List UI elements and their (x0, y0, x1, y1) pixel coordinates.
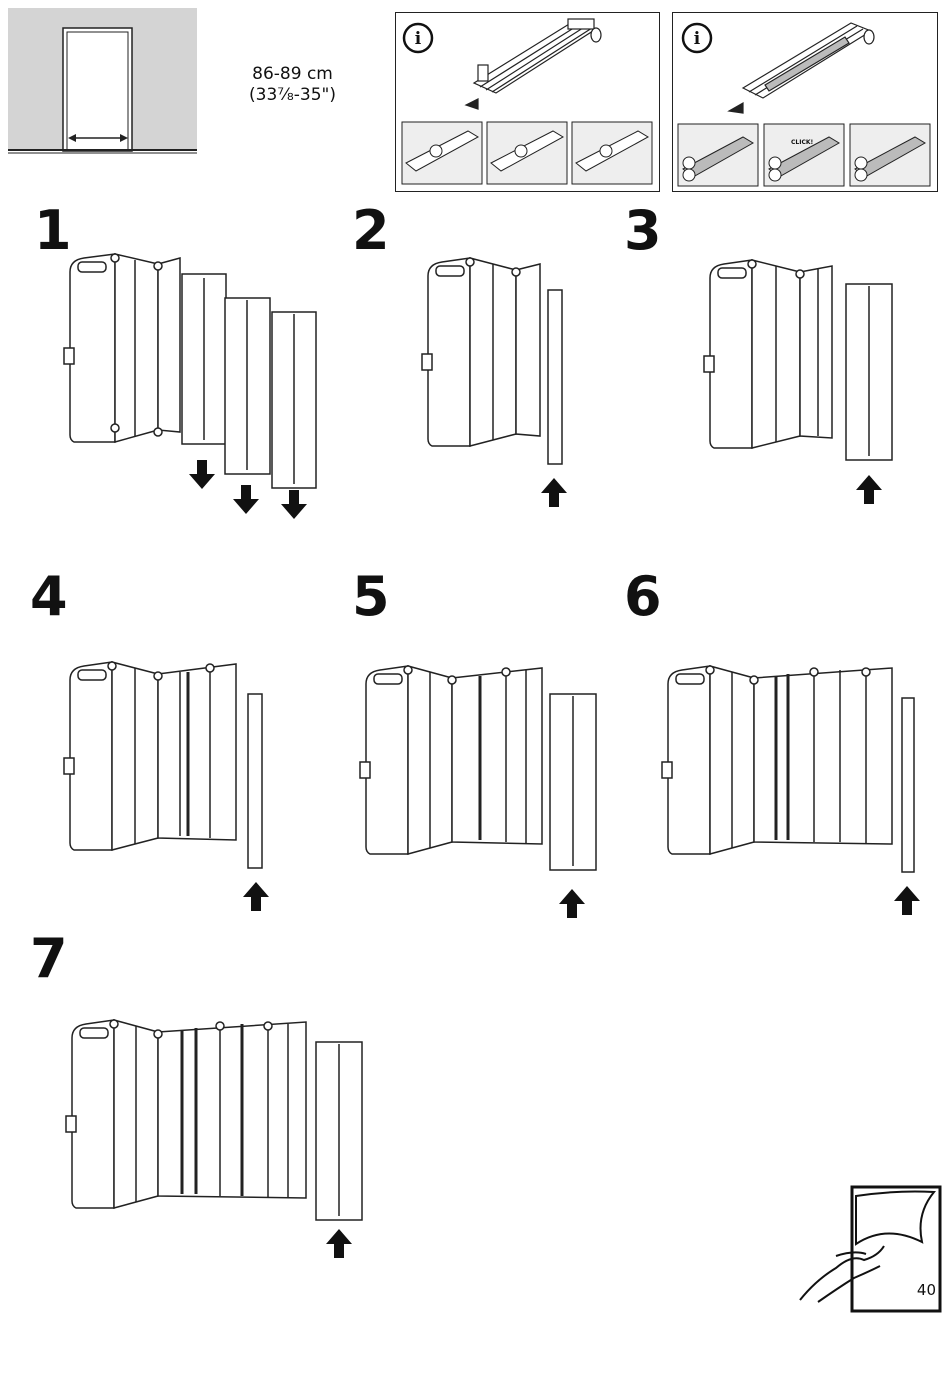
step-number-3: 3 (624, 204, 660, 258)
svg-text:i: i (415, 29, 422, 49)
width-measurement: 86-89 cm (33⅞-35") (225, 64, 360, 106)
page-number: 40 (917, 1281, 936, 1299)
step-number-7: 7 (30, 932, 66, 986)
step-3-gate-add-panel (700, 258, 900, 508)
step-number-5: 5 (352, 570, 388, 624)
step-number-4: 4 (30, 570, 66, 624)
step-4-gate-add-strip (60, 660, 280, 915)
connector-release-illustration: i (396, 13, 659, 191)
info-panel-connector-click: i CLICK! (672, 12, 938, 192)
doorway-illustration (8, 8, 197, 154)
step-7-gate-add-panel (62, 1018, 372, 1263)
measurement-imperial: (33⅞-35") (225, 85, 360, 106)
step-1-gate-remove-panels (60, 250, 330, 530)
step-number-6: 6 (624, 570, 660, 624)
step-6-gate-add-strip (658, 664, 928, 919)
step-2-gate-add-strip (418, 256, 578, 511)
click-label: CLICK! (791, 139, 813, 146)
svg-text:i: i (694, 29, 701, 49)
info-panel-connector-release: i (395, 12, 660, 192)
measurement-metric: 86-89 cm (225, 64, 360, 85)
connector-click-illustration: i CLICK! (673, 13, 937, 191)
step-number-2: 2 (352, 204, 388, 258)
step-5-gate-add-panel (356, 664, 606, 922)
